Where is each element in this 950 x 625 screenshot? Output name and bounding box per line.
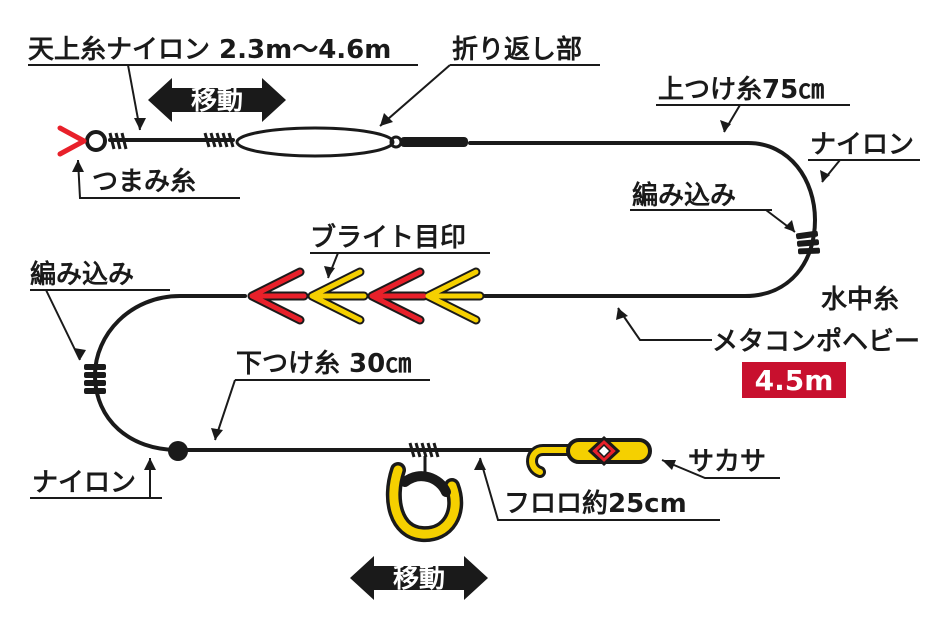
coil-top: [203, 132, 235, 148]
sakasa-diamond-inner: [596, 443, 612, 459]
coil-left: [84, 364, 106, 394]
bright-markers-color: [249, 269, 483, 323]
length-badge: [742, 362, 846, 398]
nylon-right-label: ナイロン: [810, 130, 914, 160]
leader-arrowheads: [72, 113, 830, 470]
sakasa-label: サカサ: [688, 447, 766, 477]
metacompo-length: 4.5m: [755, 364, 834, 397]
nose-ring-fill: [389, 465, 460, 539]
knot-block: [400, 137, 468, 147]
tsumami-red-icon: [57, 125, 87, 157]
nylon-left-label: ナイロン: [32, 468, 136, 498]
double-arrow-icon: 移動: [148, 78, 286, 122]
main-line: [92, 138, 818, 452]
amikomi-right-label: 編み込み: [632, 180, 736, 211]
bright-mark-label: ブライト目印: [310, 222, 466, 253]
knot-dot: [168, 441, 188, 461]
folding-loop: [235, 126, 395, 158]
fluoro-label: フロロ約25cm: [504, 488, 687, 519]
oriaeshi-label: 折り返し部: [452, 35, 582, 65]
double-arrow-bottom-icon: 移動: [350, 556, 488, 600]
small-ring: [389, 135, 403, 149]
nose-ring-inner: [400, 471, 451, 497]
uwatsuke-label: 上つけ糸75㎝: [658, 75, 824, 105]
amikomi-left-label: 編み込み: [30, 259, 134, 290]
suichu-label: 水中糸: [821, 285, 899, 315]
marker-yellow-2: [425, 269, 483, 323]
metacompo-label: メタコンポヘビー: [712, 326, 920, 357]
shitatsuke-label: 下つけ糸 30㎝: [236, 349, 411, 379]
coil-bottom: [408, 442, 440, 458]
move-bottom-label: 移動: [393, 564, 445, 594]
tenjo-line-label: 天上糸ナイロン 2.3m〜4.6m: [28, 35, 391, 65]
coil-right: [795, 230, 821, 255]
marker-red-2: [369, 269, 427, 323]
tsumami-label: つまみ糸: [92, 167, 196, 197]
labels: 天上糸ナイロン 2.3m〜4.6m 折り返し部 上つけ糸75㎝ ナイロン 編み込…: [28, 35, 920, 519]
marker-yellow-1: [309, 269, 367, 323]
move-top-label: 移動: [191, 86, 243, 116]
upper-line: [468, 141, 818, 298]
ring-icon: [85, 130, 107, 152]
coil-tsumami: [108, 132, 128, 150]
marker-red-1: [249, 269, 307, 323]
middle-line-left: [92, 294, 247, 452]
sakasa-hook-fill: [529, 447, 573, 475]
